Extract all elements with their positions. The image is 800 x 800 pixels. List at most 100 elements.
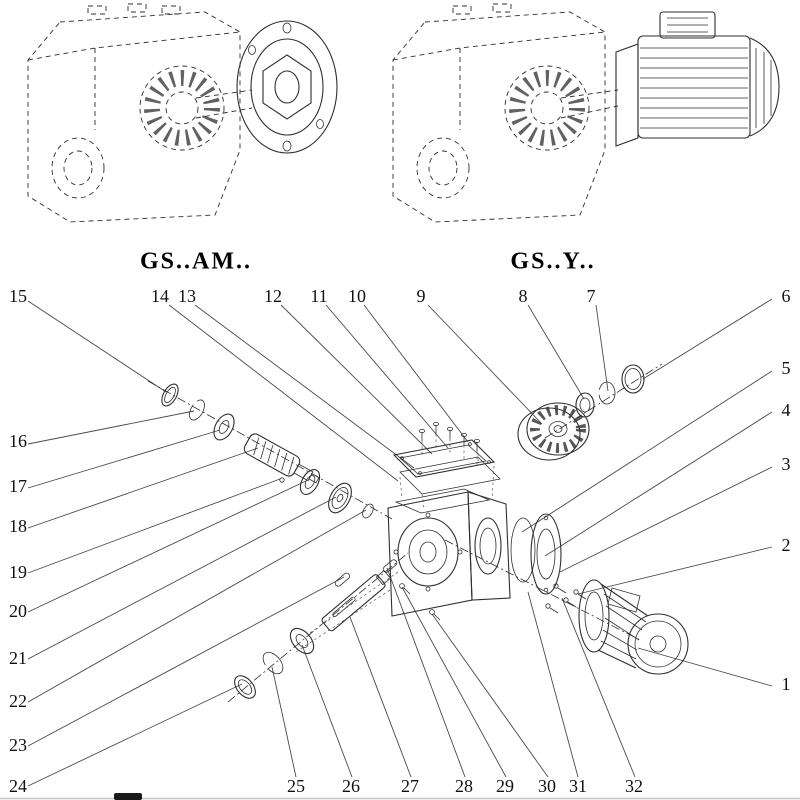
leader-line-14 xyxy=(168,304,399,482)
leader-line-31 xyxy=(527,591,579,778)
callout-4: 4 xyxy=(781,400,791,420)
leader-line-9 xyxy=(427,304,543,425)
screw-29 xyxy=(399,583,405,589)
leader-line-30 xyxy=(431,613,549,778)
callout-8: 8 xyxy=(518,286,528,306)
callout-30: 30 xyxy=(538,776,556,796)
callout-9: 9 xyxy=(416,286,426,306)
leader-line-32 xyxy=(561,597,636,778)
leader-line-3 xyxy=(559,466,773,573)
variant-title-left: GS..AM.. xyxy=(140,248,252,275)
leader-line-20 xyxy=(27,480,307,613)
leader-line-8 xyxy=(527,304,585,400)
callout-11: 11 xyxy=(310,286,328,306)
leader-line-1 xyxy=(637,647,773,687)
leader-line-25 xyxy=(271,666,297,778)
bearing-20 xyxy=(299,469,321,495)
housing-side-bore xyxy=(474,517,502,575)
leader-line-11 xyxy=(325,304,449,449)
cover-screws xyxy=(418,421,480,451)
pin-23 xyxy=(334,572,350,587)
leader-line-15 xyxy=(27,300,167,393)
leader-line-26 xyxy=(301,644,353,778)
callout-22: 22 xyxy=(9,691,27,711)
gear-hatch-left xyxy=(144,70,220,146)
leader-line-18 xyxy=(27,447,259,529)
leader-line-6 xyxy=(642,298,773,380)
callout-16: 16 xyxy=(9,431,27,451)
washer-8 xyxy=(575,392,595,418)
callout-28: 28 xyxy=(455,776,473,796)
leader-lines xyxy=(27,298,773,787)
callout-10: 10 xyxy=(348,286,366,306)
disc-21 xyxy=(328,482,352,514)
leader-line-22 xyxy=(27,509,367,703)
callout-21: 21 xyxy=(9,648,27,668)
input-flange xyxy=(236,20,338,154)
shim-6 xyxy=(621,364,645,394)
callout-7: 7 xyxy=(586,286,596,306)
gear-hatch-right xyxy=(509,70,585,146)
leader-line-19 xyxy=(27,478,281,574)
cover-gasket-13 xyxy=(399,456,501,495)
leader-line-2 xyxy=(577,546,773,595)
callout-17: 17 xyxy=(9,476,27,496)
leader-line-13 xyxy=(194,304,415,469)
leader-line-12 xyxy=(280,304,433,455)
variant-title-right: GS..Y.. xyxy=(510,248,596,275)
callout-29: 29 xyxy=(496,776,514,796)
cover-assembly xyxy=(392,421,501,509)
callout-27: 27 xyxy=(401,776,419,796)
callout-6: 6 xyxy=(781,286,791,306)
flange-screws xyxy=(545,583,587,614)
callout-12: 12 xyxy=(264,286,282,306)
output-shaft-27 xyxy=(321,570,392,632)
ring-22 xyxy=(362,503,374,519)
callout-13: 13 xyxy=(178,286,196,306)
drawing-gs-y xyxy=(392,3,780,223)
screw-30 xyxy=(429,609,435,615)
callout-26: 26 xyxy=(342,776,360,796)
gasket-5 xyxy=(510,517,536,583)
leader-line-24 xyxy=(27,683,243,787)
callout-32: 32 xyxy=(625,776,643,796)
callout-31: 31 xyxy=(569,776,587,796)
snap-ring-25 xyxy=(262,651,284,675)
leader-line-23 xyxy=(27,576,345,747)
output-axis-line xyxy=(227,552,409,703)
flange-cover-4 xyxy=(530,513,562,595)
bottom-edge-mark xyxy=(114,793,142,800)
callout-20: 20 xyxy=(9,601,27,621)
key-28 xyxy=(382,559,398,573)
cover-plate-12 xyxy=(392,439,496,478)
leader-line-7 xyxy=(595,304,609,392)
worm-shaft-18 xyxy=(243,433,320,484)
output-flange-stack xyxy=(444,513,641,641)
gear-and-washers xyxy=(517,363,663,461)
callout-1: 1 xyxy=(781,674,791,694)
pin-19 xyxy=(279,477,285,483)
leader-line-27 xyxy=(349,616,412,778)
leader-line-21 xyxy=(27,496,337,660)
exploded-view xyxy=(147,363,689,703)
callout-23: 23 xyxy=(9,735,27,755)
callout-15: 15 xyxy=(9,286,27,306)
leader-line-10 xyxy=(363,304,469,443)
motor-exploded xyxy=(578,579,689,675)
gear-housing xyxy=(387,488,511,617)
bearing-17 xyxy=(213,413,235,441)
output-shaft-assembly xyxy=(227,552,441,703)
callout-18: 18 xyxy=(9,516,27,536)
leader-line-28 xyxy=(386,567,466,778)
leader-line-4 xyxy=(544,411,773,557)
seal-ring-15 xyxy=(161,383,179,407)
leader-line-16 xyxy=(27,410,195,445)
motor-top-drawing xyxy=(615,11,780,147)
callout-2: 2 xyxy=(781,535,791,555)
motor-flange xyxy=(578,579,610,653)
callout-25: 25 xyxy=(287,776,305,796)
callout-24: 24 xyxy=(9,776,27,796)
callout-3: 3 xyxy=(781,454,791,474)
snap-ring-16 xyxy=(189,399,205,421)
